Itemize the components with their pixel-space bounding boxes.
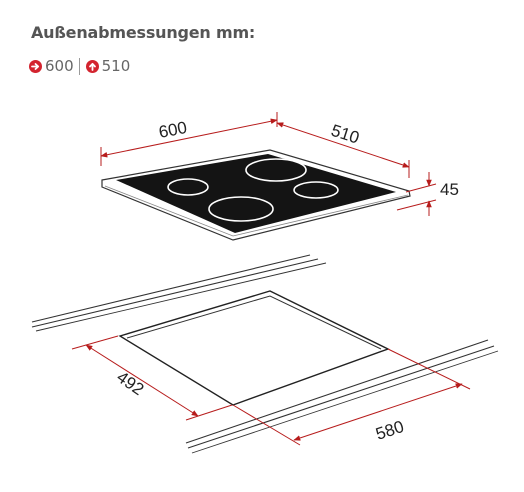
cooking-zone xyxy=(167,178,209,196)
divider xyxy=(78,57,80,75)
depth-value: 510 xyxy=(101,57,131,75)
hob-width-label: 600 xyxy=(157,118,188,142)
cutout-width-label: 580 xyxy=(373,417,406,444)
cooking-zone xyxy=(293,181,339,199)
hob-height-dimension: 45 xyxy=(396,172,459,216)
arrow-right-icon xyxy=(29,59,42,73)
hob-depth-label: 510 xyxy=(329,121,362,148)
cooking-zone xyxy=(208,196,274,222)
hob-glass-surface xyxy=(116,154,396,233)
arrow-up-icon xyxy=(85,59,99,73)
countertop xyxy=(31,254,499,454)
hob-height-label: 45 xyxy=(440,180,459,199)
width-value: 600 xyxy=(45,57,74,75)
hob xyxy=(101,149,411,241)
page-title: Außenabmessungen mm: xyxy=(31,23,256,42)
cooking-zone xyxy=(245,158,307,182)
cutout-depth-label: 492 xyxy=(113,367,147,399)
dimension-summary: 600 510 xyxy=(29,57,130,75)
